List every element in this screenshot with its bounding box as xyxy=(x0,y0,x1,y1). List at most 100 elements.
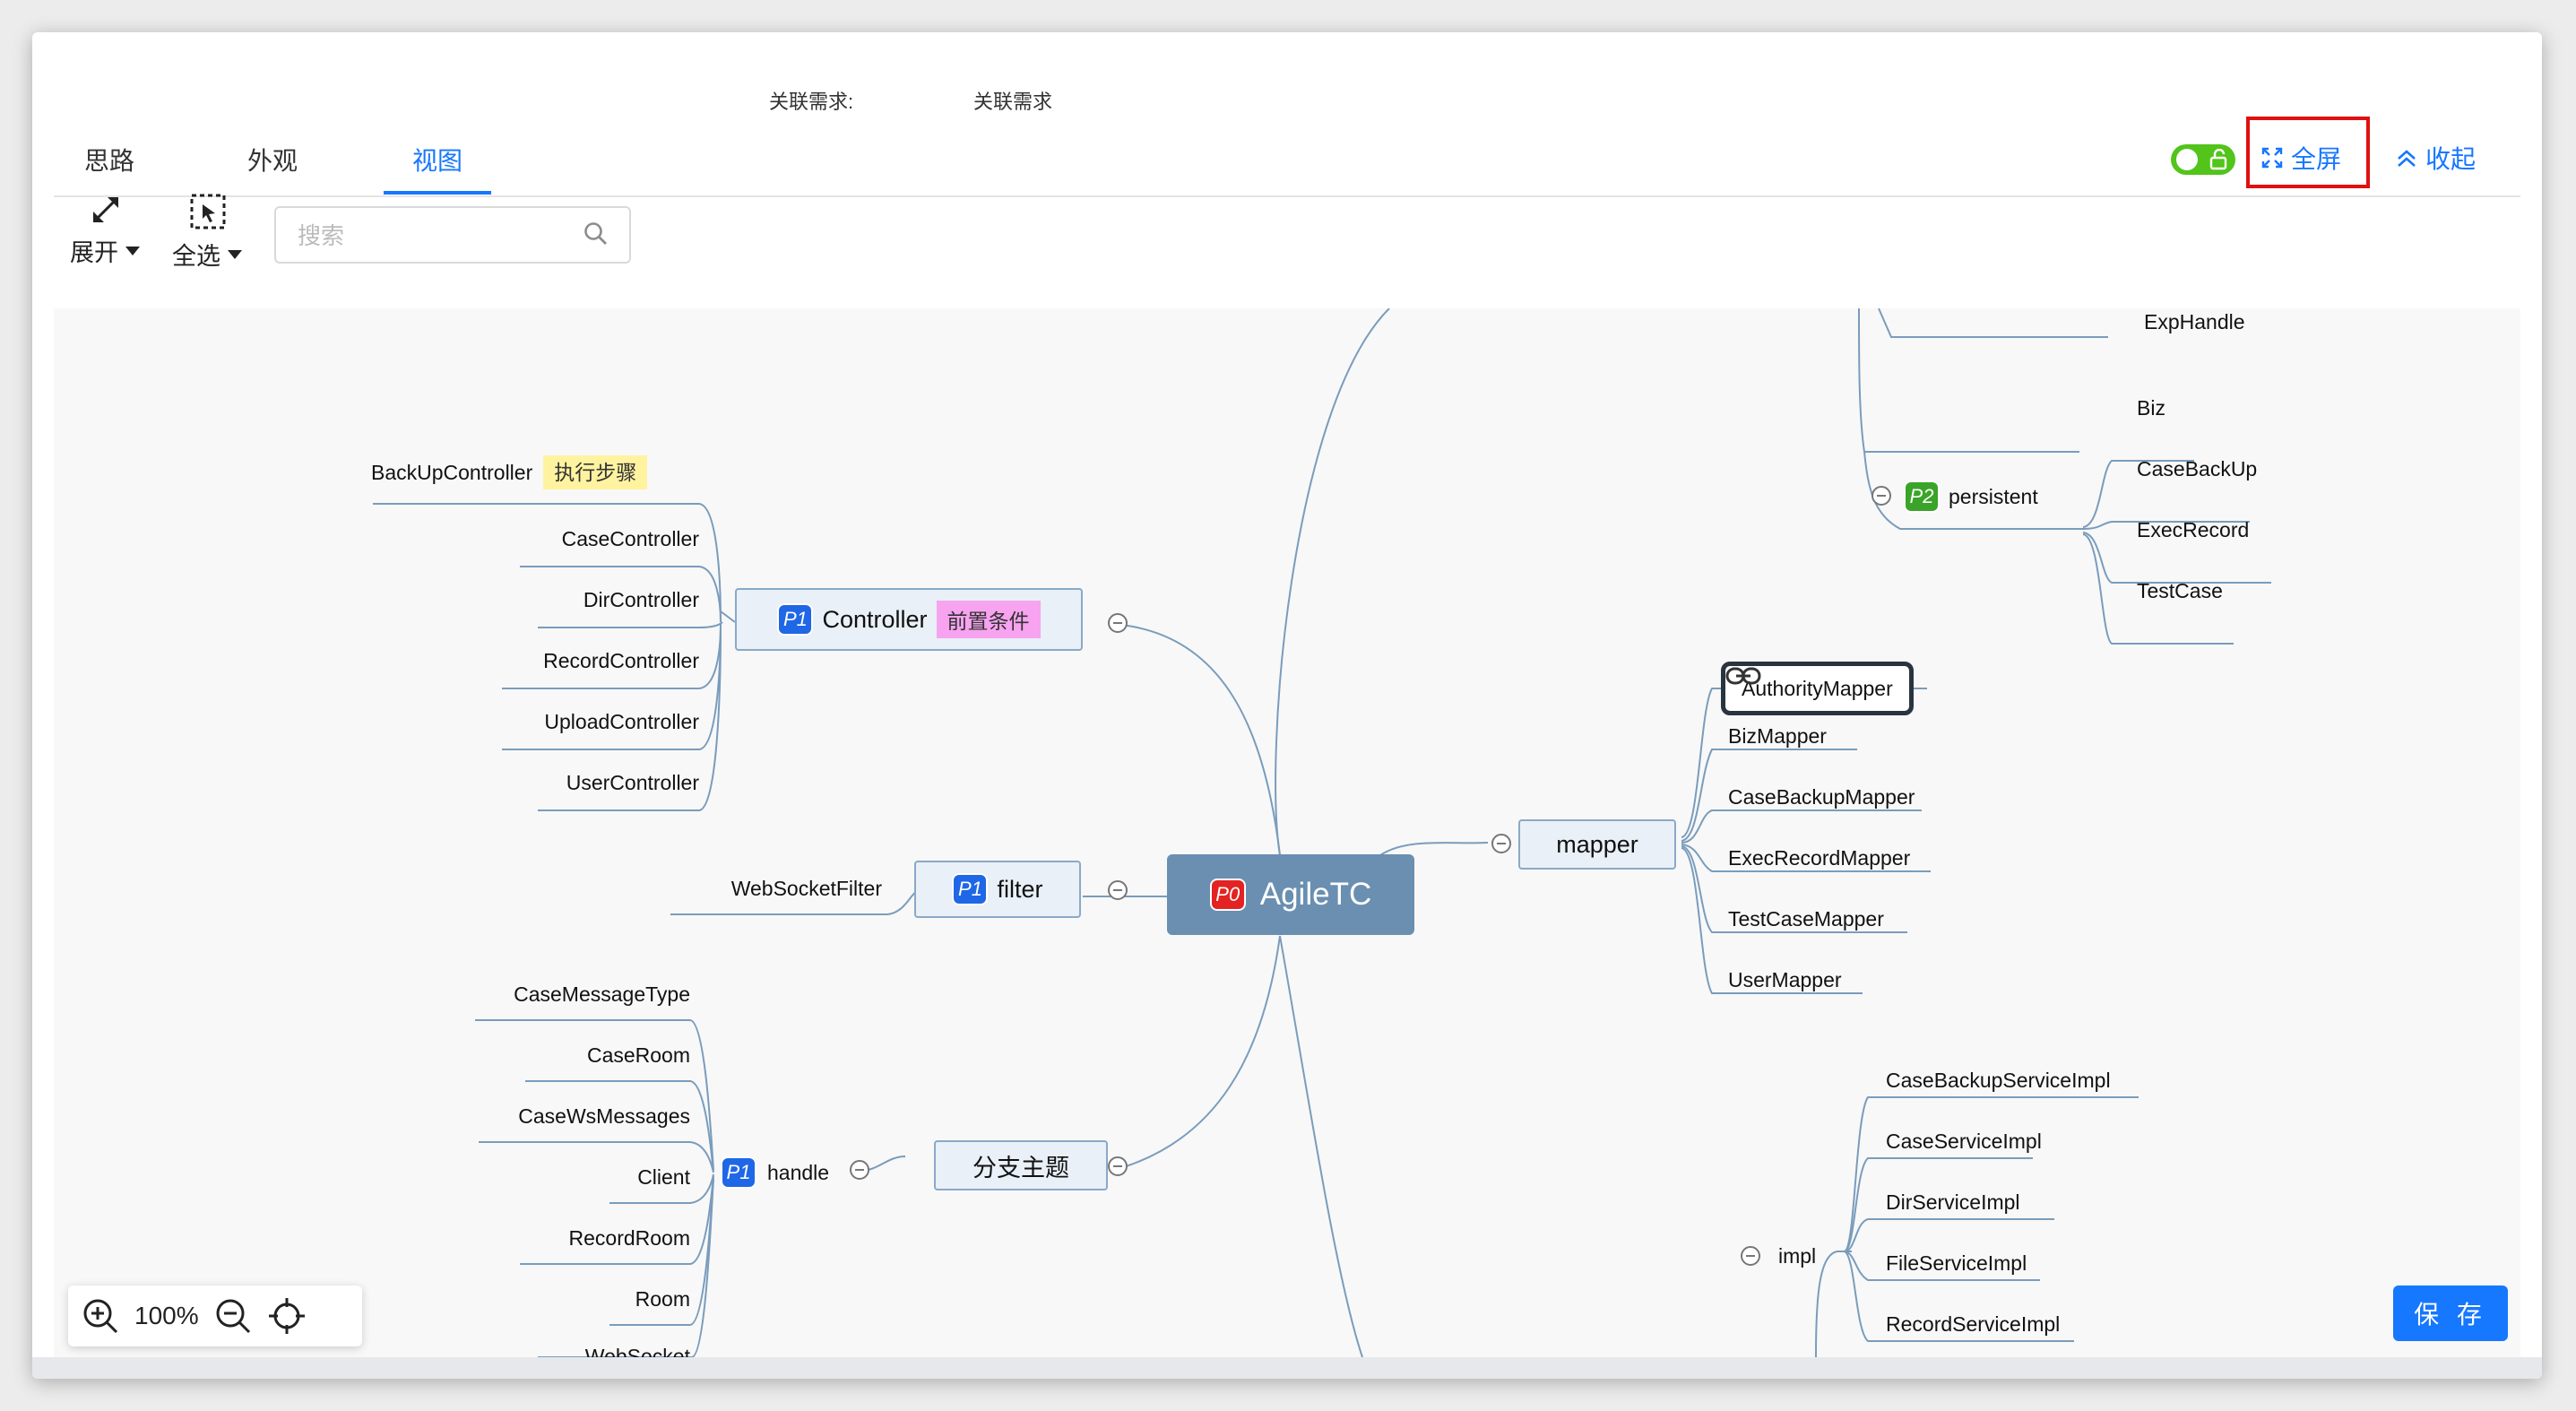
search-icon[interactable] xyxy=(583,221,609,247)
mindmap-leaf[interactable]: WebSocket xyxy=(584,1345,690,1357)
tab-view[interactable]: 视图 xyxy=(412,147,463,175)
locate-center-icon[interactable] xyxy=(267,1296,307,1336)
selected-mapper-label: AuthorityMapper xyxy=(1742,677,1893,700)
save-button[interactable]: 保 存 xyxy=(2393,1285,2508,1341)
tabs-divider xyxy=(54,195,2520,197)
selected-mapper-node[interactable]: AuthorityMapper xyxy=(1721,662,1914,715)
collapse-toggle[interactable] xyxy=(850,1160,869,1180)
linked-requirement-value[interactable]: 关联需求 xyxy=(973,91,1053,113)
highlight-box xyxy=(2246,117,2370,188)
mindmap-leaf[interactable]: RecordController xyxy=(543,649,699,672)
mindmap-leaf[interactable]: Client xyxy=(637,1165,690,1189)
priority-badge: P1 xyxy=(721,1156,756,1189)
priority-badge: P1 xyxy=(777,603,814,636)
controller-node[interactable]: P1 Controller 前置条件 xyxy=(735,588,1083,651)
mindmap-leaf[interactable]: CaseBackUp xyxy=(2137,457,2258,480)
search-input[interactable] xyxy=(296,217,568,255)
zoom-out-icon[interactable] xyxy=(213,1296,253,1336)
mindmap-leaf[interactable]: FileServiceImpl xyxy=(1886,1251,2027,1275)
double-chevron-up-icon xyxy=(2398,150,2416,167)
mindmap-canvas[interactable]: BackUpController 执行步骤 CaseController Dir… xyxy=(54,308,2520,1357)
backup-controller-node[interactable]: BackUpController 执行步骤 xyxy=(371,455,648,489)
select-all-dropdown[interactable]: 全选 xyxy=(172,192,244,272)
fullscreen-button[interactable]: 全屏 xyxy=(2260,140,2341,176)
zoom-level: 100% xyxy=(134,1302,199,1329)
handle-node[interactable]: P1 handle xyxy=(721,1156,829,1189)
mindmap-leaf[interactable]: TestCase xyxy=(2137,579,2223,602)
mindmap-leaf[interactable]: UploadController xyxy=(544,710,699,733)
mindmap-leaf[interactable]: WebSocketFilter xyxy=(730,877,882,900)
caret-down-icon xyxy=(125,246,140,255)
mindmap-leaf[interactable]: Room xyxy=(635,1287,690,1311)
step-tag: 执行步骤 xyxy=(543,455,648,489)
collapse-toggle[interactable] xyxy=(1108,613,1128,633)
priority-badge: P1 xyxy=(952,873,989,905)
mindmap-leaf[interactable]: CaseServiceImpl xyxy=(1886,1130,2042,1153)
mindmap-leaf[interactable]: Biz xyxy=(2137,396,2165,420)
collapse-label: 收起 xyxy=(2425,145,2477,173)
search-box xyxy=(274,206,631,264)
branch-topic-node[interactable]: 分支主题 xyxy=(934,1140,1108,1190)
persistent-node[interactable]: P2 persistent xyxy=(1904,480,2038,513)
root-to-top-line xyxy=(1275,308,1390,856)
app-window: 关联需求: 关联需求 思路 外观 视图 全屏 收起 xyxy=(32,32,2542,1379)
root-to-branch-line xyxy=(1111,935,1281,1172)
window-bottom-band xyxy=(32,1357,2542,1379)
root-node[interactable]: P0 AgileTC xyxy=(1167,854,1414,935)
tab-idea[interactable]: 思路 xyxy=(84,147,135,175)
mindmap-leaf[interactable]: ExpHandle xyxy=(2144,310,2245,333)
backup-controller-label: BackUpController xyxy=(371,461,533,484)
filter-label: filter xyxy=(997,875,1043,903)
mindmap-leaf[interactable]: CaseWsMessages xyxy=(518,1104,690,1128)
select-all-label: 全选 xyxy=(172,243,220,270)
mindmap-leaf[interactable]: DirController xyxy=(583,588,699,611)
mindmap-leaf[interactable]: RecordServiceImpl xyxy=(1886,1312,2061,1336)
mindmap-leaf[interactable]: CaseBackupServiceImpl xyxy=(1886,1069,2111,1092)
mindmap-leaf[interactable]: UserMapper xyxy=(1728,968,1842,991)
mapper-node[interactable]: mapper xyxy=(1518,819,1676,870)
tab-appearance[interactable]: 外观 xyxy=(247,147,298,175)
precondition-tag: 前置条件 xyxy=(936,601,1041,638)
controller-label: Controller xyxy=(822,605,928,633)
collapse-button[interactable]: 收起 xyxy=(2395,140,2476,176)
mindmap-leaf[interactable]: CaseRoom xyxy=(586,1043,690,1067)
impl-node[interactable]: impl xyxy=(1778,1244,1817,1268)
toggle-knob xyxy=(2176,149,2198,170)
mindmap-leaf[interactable]: ExecRecordMapper xyxy=(1728,846,1911,870)
mindmap-leaf[interactable]: BizMapper xyxy=(1728,724,1827,748)
persistent-label: persistent xyxy=(1949,485,2038,508)
zoom-controls: 100% xyxy=(68,1285,362,1346)
collapse-toggle[interactable] xyxy=(1108,1156,1128,1176)
fullscreen-icon xyxy=(2261,147,2283,169)
unlock-icon xyxy=(2209,149,2227,170)
linked-requirement-label: 关联需求: xyxy=(769,91,854,113)
filter-node[interactable]: P1 filter xyxy=(914,861,1081,918)
select-area-icon xyxy=(190,194,226,229)
mindmap-leaf[interactable]: CaseController xyxy=(561,527,699,550)
collapse-toggle[interactable] xyxy=(1108,880,1128,900)
mindmap-leaf[interactable]: TestCaseMapper xyxy=(1728,907,1884,931)
priority-badge: P2 xyxy=(1904,480,1940,513)
collapse-toggle[interactable] xyxy=(1741,1246,1760,1266)
handle-label: handle xyxy=(767,1161,830,1184)
zoom-in-icon[interactable] xyxy=(81,1296,120,1336)
fullscreen-label: 全屏 xyxy=(2291,145,2342,173)
root-label: AgileTC xyxy=(1259,877,1372,912)
mindmap-leaf[interactable]: CaseBackupMapper xyxy=(1728,785,1915,809)
active-tab-indicator xyxy=(384,191,491,195)
mindmap-leaf[interactable]: DirServiceImpl xyxy=(1886,1190,2020,1214)
mapper-label: mapper xyxy=(1556,830,1638,858)
root-to-controller-line xyxy=(1111,623,1281,856)
mindmap-leaf[interactable]: CaseMessageType xyxy=(514,983,690,1006)
expand-dropdown[interactable]: 展开 xyxy=(70,192,142,268)
mindmap-leaf[interactable]: ExecRecord xyxy=(2137,518,2250,541)
mindmap-leaf[interactable]: RecordRoom xyxy=(568,1226,691,1250)
priority-badge: P0 xyxy=(1209,879,1246,911)
controller-bracket-line xyxy=(720,610,736,623)
link-icon xyxy=(1725,667,1761,685)
branch-topic-label: 分支主题 xyxy=(972,1154,1069,1182)
lock-toggle[interactable] xyxy=(2171,144,2235,175)
mindmap-leaf[interactable]: UserController xyxy=(566,771,699,794)
collapse-toggle[interactable] xyxy=(1491,834,1511,853)
collapse-toggle[interactable] xyxy=(1871,486,1891,506)
